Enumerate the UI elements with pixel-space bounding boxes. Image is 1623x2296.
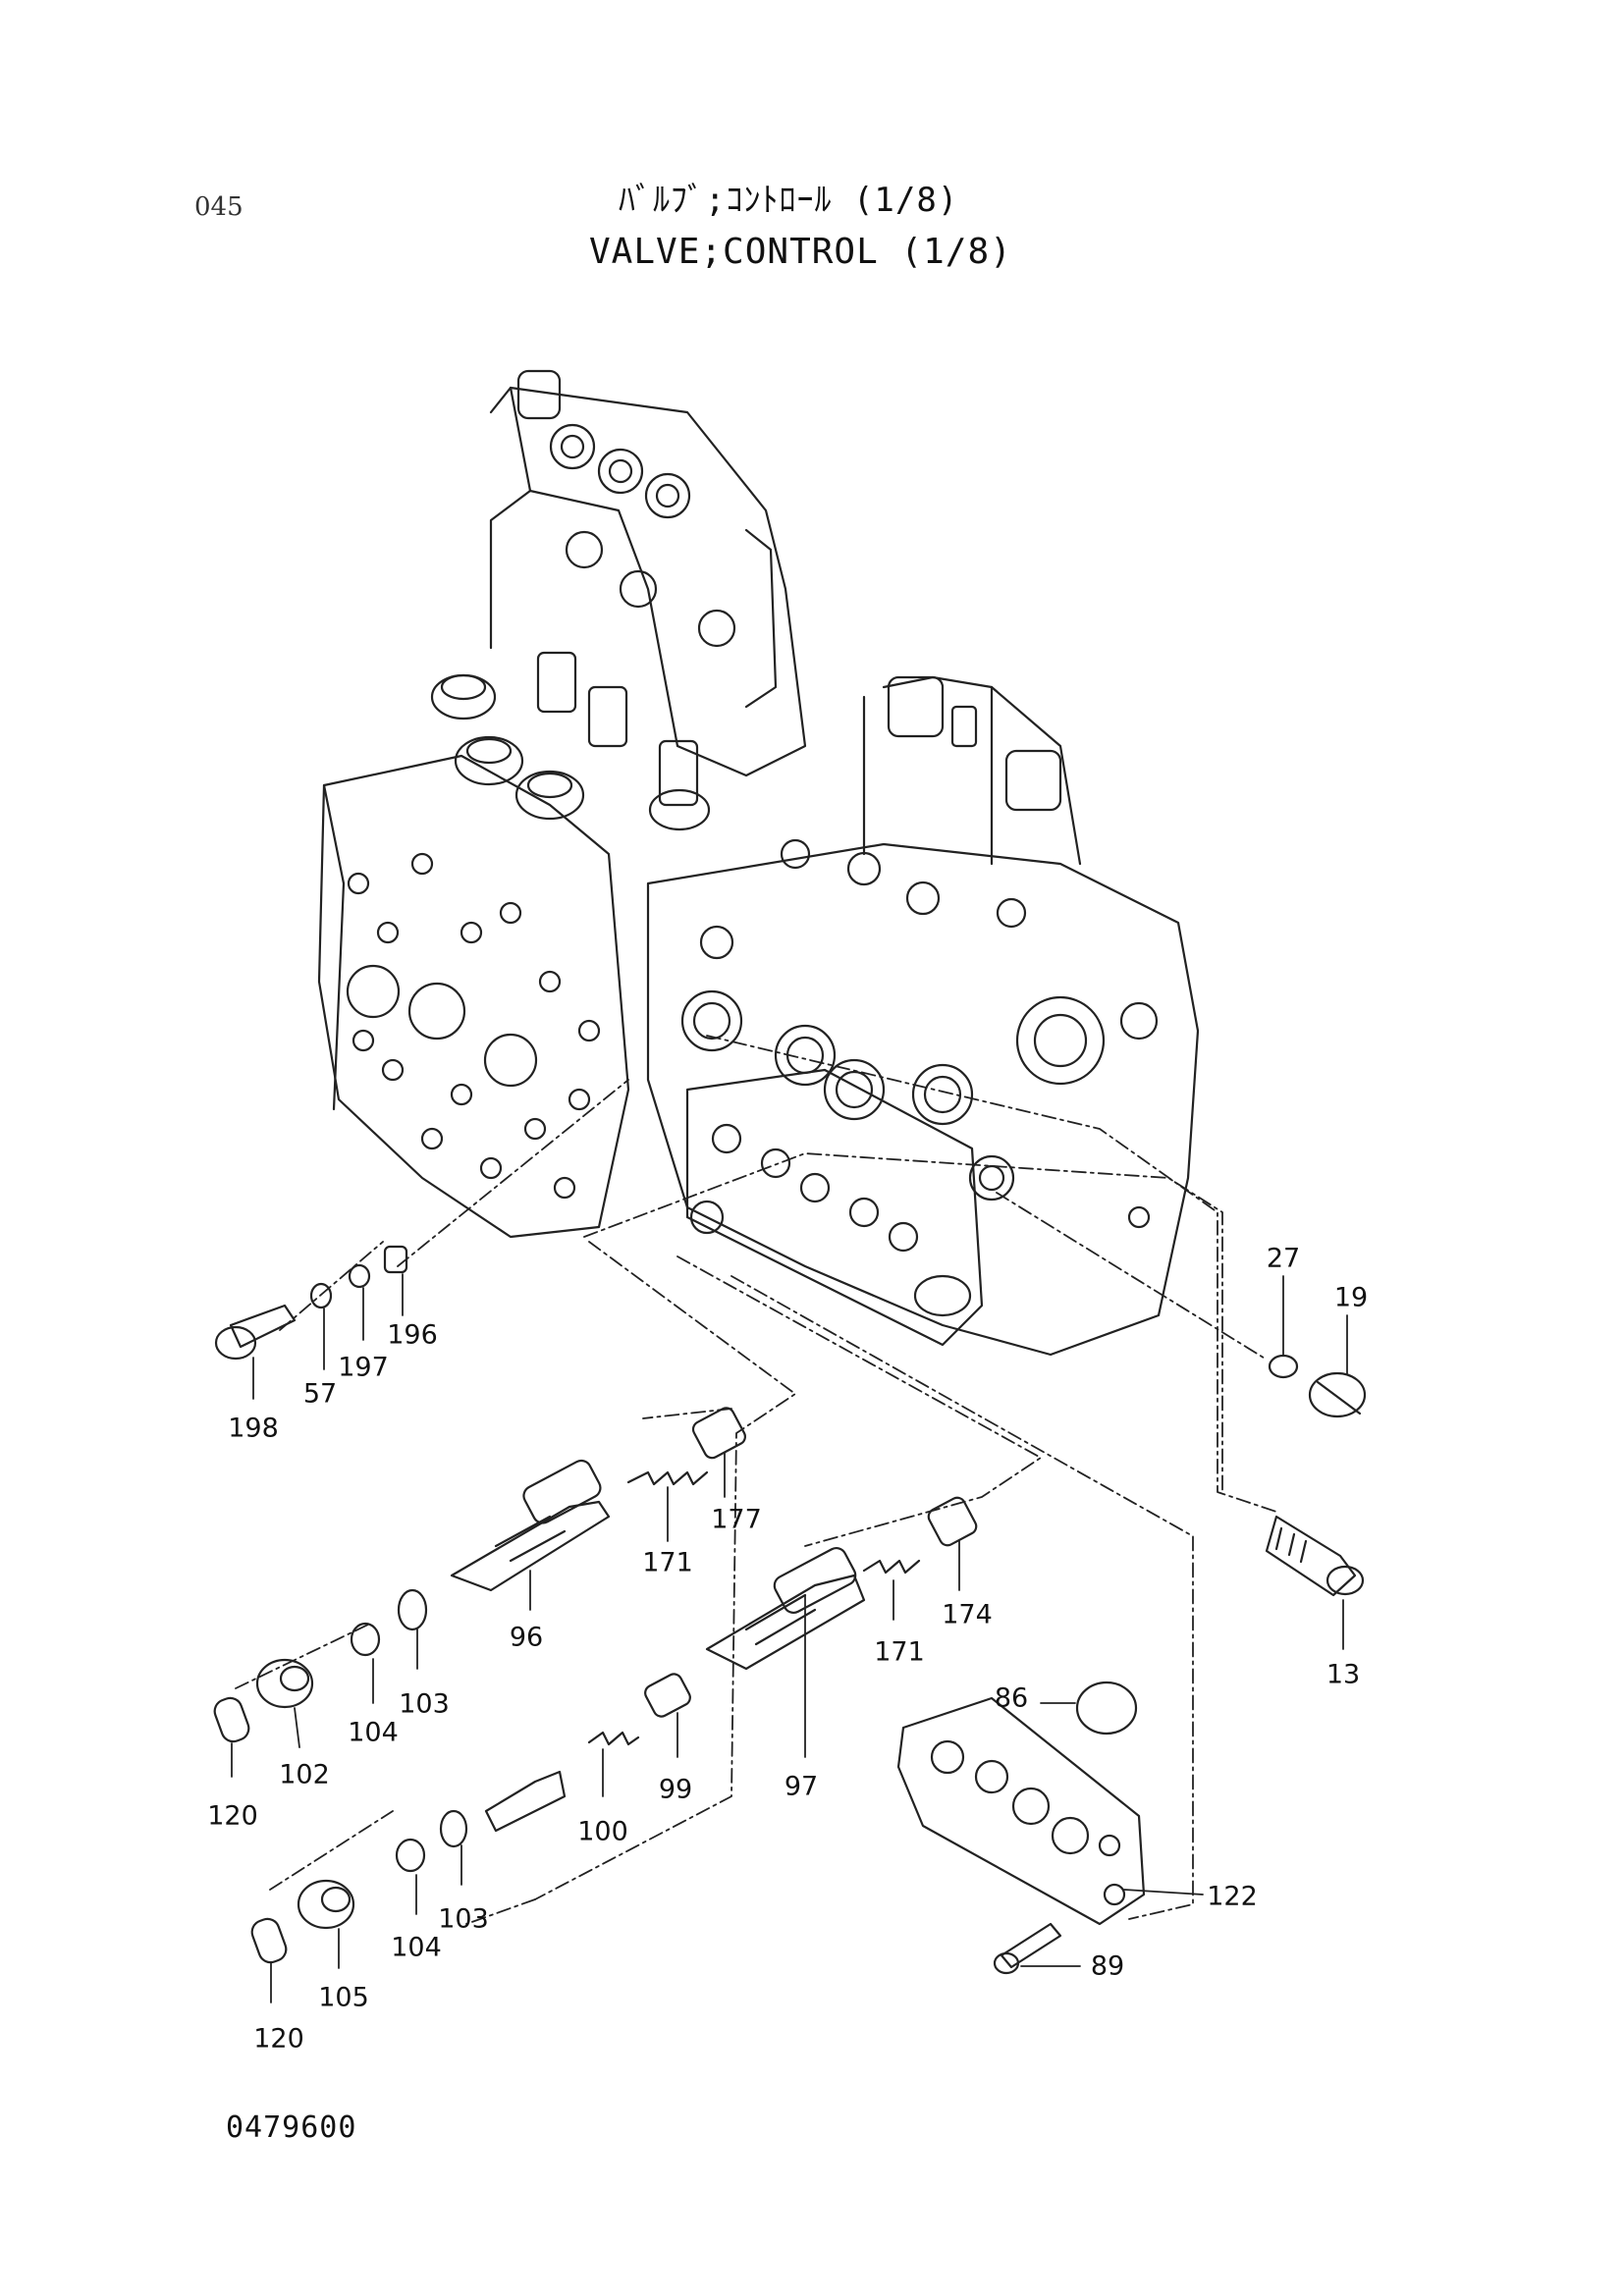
callout-57: 57 <box>302 1378 338 1410</box>
page-number: 045 <box>194 192 243 222</box>
callout-120-upper: 120 <box>207 1800 258 1832</box>
title-japanese: ﾊﾞﾙﾌﾞ;ｺﾝﾄﾛｰﾙ (1/8) <box>619 181 959 220</box>
oring-57 <box>309 1282 333 1309</box>
spring-171-lower <box>862 1559 921 1575</box>
cover-plate-122 <box>896 1696 1146 1926</box>
callout-27: 27 <box>1266 1243 1301 1274</box>
callout-196: 196 <box>387 1319 438 1351</box>
spring-100 <box>587 1731 640 1746</box>
callout-104-upper: 104 <box>348 1717 399 1748</box>
sleeve-174 <box>927 1496 978 1547</box>
plug-198 <box>214 1304 297 1361</box>
valve-body-assembly <box>317 369 1200 1357</box>
cap-102 <box>255 1658 314 1709</box>
callout-105: 105 <box>318 1982 369 2013</box>
callout-leaders <box>231 1273 1348 2003</box>
sleeve-196 <box>383 1245 408 1274</box>
oring-86 <box>1075 1681 1138 1735</box>
seal-120-lower <box>250 1917 288 1964</box>
callout-97: 97 <box>784 1771 819 1802</box>
assembly-guide-lines <box>235 1035 1277 1925</box>
callout-104-lower: 104 <box>391 1932 442 1963</box>
callout-103-upper: 103 <box>399 1688 450 1720</box>
oring-103-upper <box>397 1588 428 1631</box>
callout-102: 102 <box>279 1759 330 1790</box>
callout-96: 96 <box>509 1622 544 1653</box>
poppet-valve <box>484 1770 567 1833</box>
spool-97 <box>705 1546 866 1671</box>
bolt-89 <box>993 1922 1062 1975</box>
callout-198: 198 <box>228 1413 279 1444</box>
callout-100: 100 <box>577 1816 628 1847</box>
washer-104-upper <box>350 1622 381 1657</box>
callout-171-lower: 171 <box>874 1636 925 1668</box>
piston-99 <box>644 1673 691 1718</box>
spool-96 <box>450 1459 611 1592</box>
oring-103-lower <box>439 1809 468 1848</box>
callout-120-lower: 120 <box>253 2023 304 2055</box>
title-english: VALVE;CONTROL (1/8) <box>589 232 1012 272</box>
seal-120-upper <box>213 1696 250 1743</box>
callout-89: 89 <box>1090 1950 1125 1982</box>
callout-171-upper: 171 <box>642 1547 693 1578</box>
callout-99: 99 <box>658 1774 693 1805</box>
callout-103-lower: 103 <box>438 1903 489 1935</box>
callout-122: 122 <box>1207 1881 1258 1912</box>
washer-104-lower <box>395 1838 426 1873</box>
callout-177: 177 <box>711 1504 762 1535</box>
callout-13: 13 <box>1325 1659 1361 1690</box>
callout-174: 174 <box>942 1599 993 1630</box>
cap-105 <box>297 1879 355 1930</box>
spring-171-upper <box>626 1470 709 1486</box>
bolt-13 <box>1265 1515 1365 1597</box>
drawing-code: 0479600 <box>226 2110 357 2145</box>
callout-86: 86 <box>994 1682 1029 1714</box>
plug-19 <box>1308 1371 1367 1418</box>
oring-27 <box>1268 1354 1299 1379</box>
callout-19: 19 <box>1333 1282 1369 1313</box>
ring-197 <box>348 1263 371 1289</box>
sleeve-177 <box>691 1407 746 1460</box>
callout-197: 197 <box>338 1352 389 1383</box>
